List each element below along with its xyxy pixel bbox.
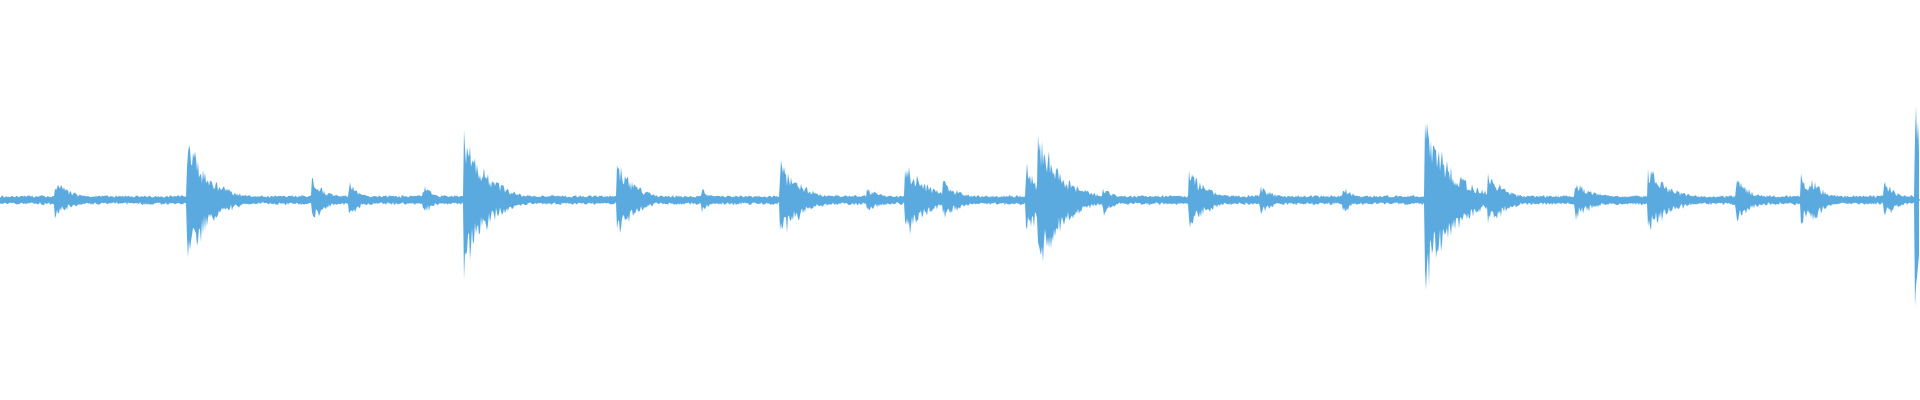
waveform-envelope [0,106,1919,307]
